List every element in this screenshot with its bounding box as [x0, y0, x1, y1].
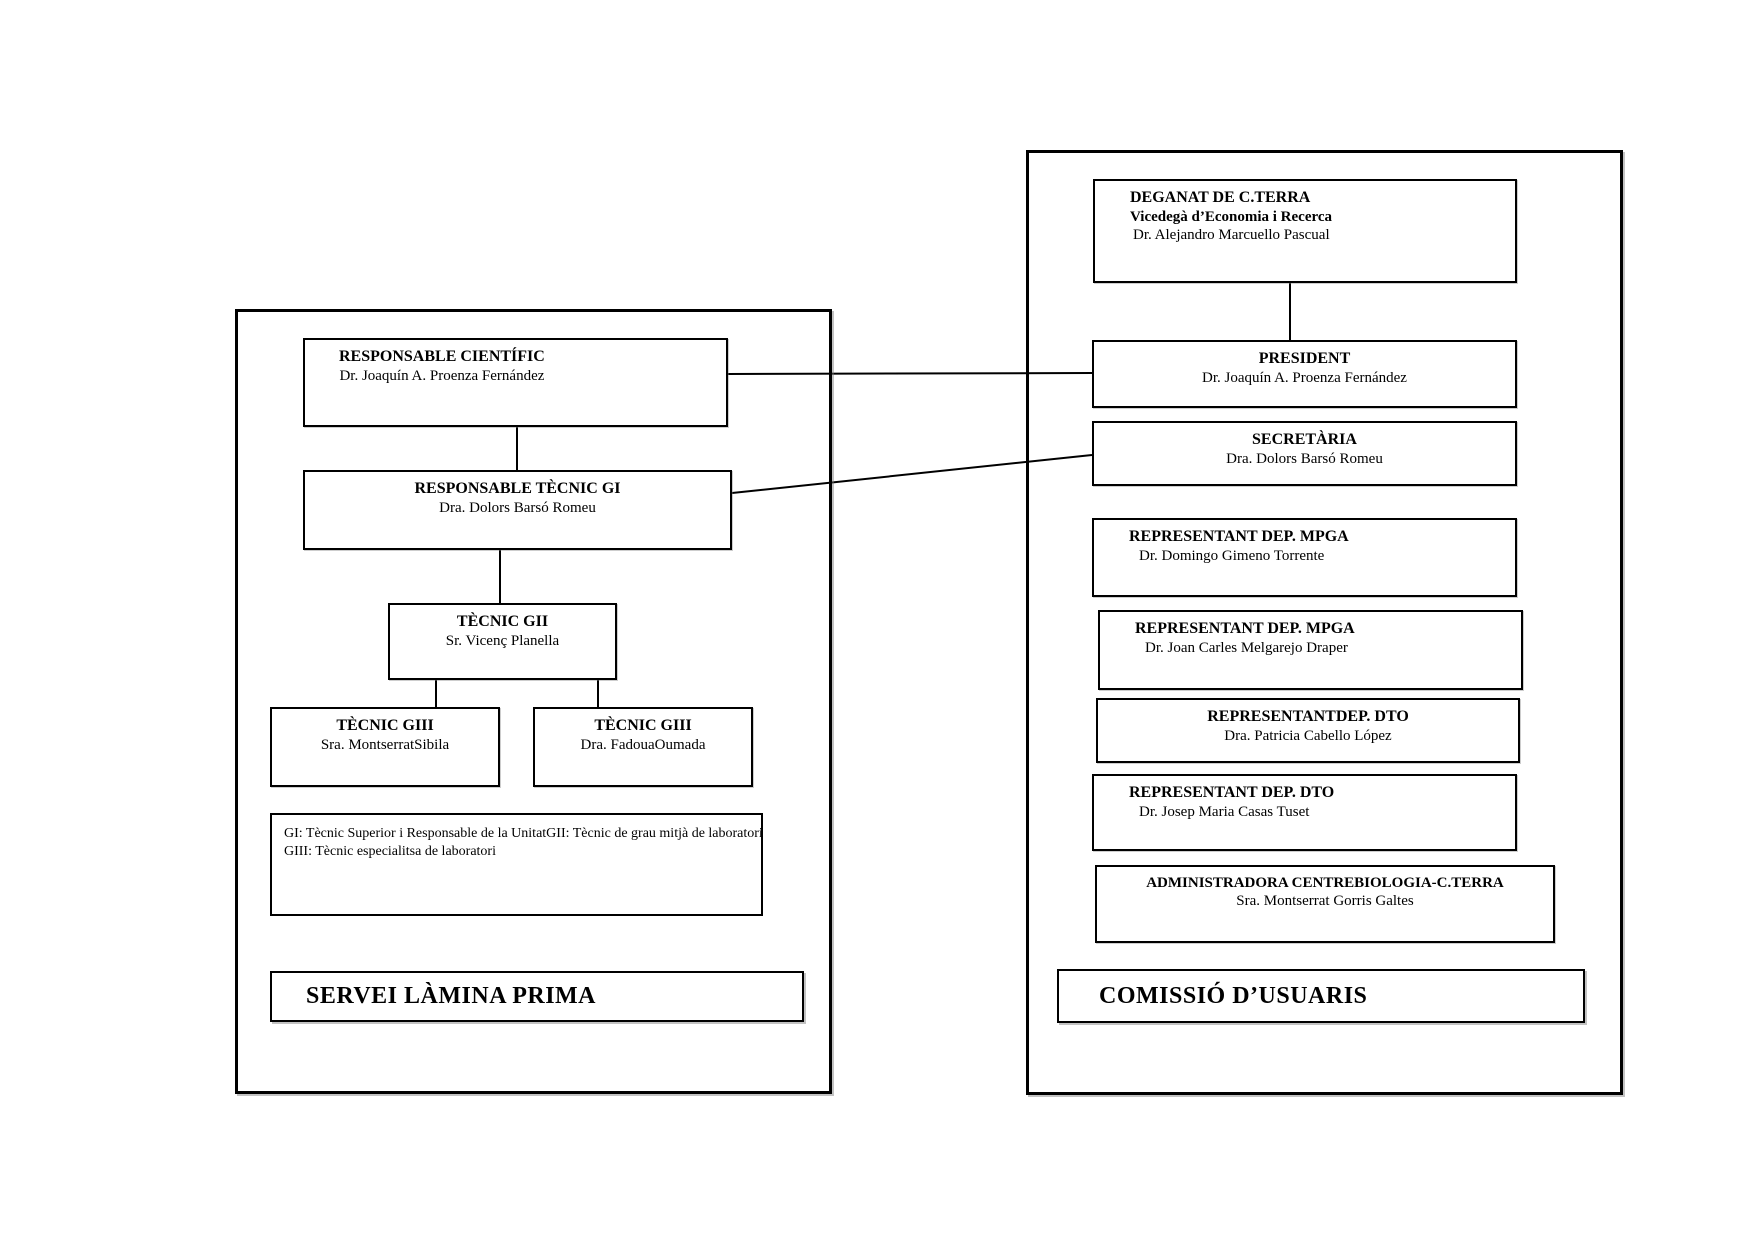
box-representant-mpga-1: REPRESENTANT DEP. MPGA Dr. Domingo Gimen… — [1092, 518, 1517, 597]
person-name: Sr. Vicenç Planella — [445, 632, 560, 649]
role-title: TÈCNIC GIII — [336, 717, 434, 734]
box-president: PRESIDENT Dr. Joaquín A. Proenza Fernánd… — [1092, 340, 1517, 408]
box-responsable-tecnic-gi: RESPONSABLE TÈCNIC GI Dra. Dolors Barsó … — [303, 470, 732, 550]
person-name: Dr. Joan Carles Melgarejo Draper — [1145, 639, 1348, 656]
role-title: PRESIDENT — [1258, 350, 1351, 367]
role-title: RESPONSABLE CIENTÍFIC — [339, 348, 545, 365]
role-title: REPRESENTANTDEP. DTO — [1207, 708, 1409, 725]
person-name: Dr. Joaquín A. Proenza Fernández — [1202, 369, 1407, 386]
box-tecnic-giii-right: TÈCNIC GIII Dra. FadouaOumada — [533, 707, 753, 787]
role-title: REPRESENTANT DEP. DTO — [1129, 784, 1335, 801]
servei-lamina-prima-container — [235, 309, 832, 1094]
role-subtitle: Vicedegà d’Economia i Recerca — [1130, 208, 1333, 225]
comissio-usuaris-container — [1026, 150, 1623, 1095]
box-administradora: ADMINISTRADORA CENTREBIOLOGIA-C.TERRA Sr… — [1095, 865, 1555, 943]
box-tecnic-gii: TÈCNIC GII Sr. Vicenç Planella — [388, 603, 617, 680]
box-representant-dto-1: REPRESENTANTDEP. DTO Dra. Patricia Cabel… — [1096, 698, 1520, 763]
person-name: Dr. Joaquín A. Proenza Fernández — [339, 367, 545, 384]
legend-line-2: GIII: Tècnic especialitsa de laboratori — [284, 844, 496, 860]
role-title: RESPONSABLE TÈCNIC GI — [414, 480, 621, 497]
person-name: Dra. Dolors Barsó Romeu — [439, 499, 596, 516]
role-title: DEGANAT DE C.TERRA — [1130, 189, 1311, 206]
person-name: Dr. Alejandro Marcuello Pascual — [1133, 226, 1330, 243]
role-title: SECRETÀRIA — [1252, 431, 1357, 448]
left-panel-title-box: SERVEI LÀMINA PRIMA — [270, 971, 804, 1022]
box-tecnic-giii-left: TÈCNIC GIII Sra. MontserratSibila — [270, 707, 500, 787]
person-name: Dr. Josep Maria Casas Tuset — [1139, 803, 1310, 820]
person-name: Dra. Patricia Cabello López — [1224, 727, 1392, 744]
box-content: RESPONSABLE CIENTÍFIC Dr. Joaquín A. Pro… — [339, 347, 545, 385]
box-responsable-cientific: RESPONSABLE CIENTÍFIC Dr. Joaquín A. Pro… — [303, 338, 728, 427]
box-representant-dto-2: REPRESENTANT DEP. DTO Dr. Josep Maria Ca… — [1092, 774, 1517, 851]
legend-box: GI: Tècnic Superior i Responsable de la … — [270, 813, 763, 916]
legend-line-1: GI: Tècnic Superior i Responsable de la … — [284, 826, 763, 841]
role-title: REPRESENTANT DEP. MPGA — [1135, 620, 1355, 637]
person-name: Sra. MontserratSibila — [320, 736, 450, 753]
person-name: Dr. Domingo Gimeno Torrente — [1139, 547, 1325, 564]
person-name: Dra. FadouaOumada — [580, 736, 706, 753]
role-title: REPRESENTANT DEP. MPGA — [1129, 528, 1349, 545]
box-deganat: DEGANAT DE C.TERRA Vicedegà d’Economia i… — [1093, 179, 1517, 283]
person-name: Dra. Dolors Barsó Romeu — [1226, 450, 1383, 467]
role-title: TÈCNIC GIII — [594, 717, 692, 734]
right-panel-title-box: COMISSIÓ D’USUARIS — [1057, 969, 1585, 1023]
role-title: TÈCNIC GII — [456, 613, 549, 630]
person-name: Sra. Montserrat Gorris Galtes — [1236, 893, 1414, 910]
box-representant-mpga-2: REPRESENTANT DEP. MPGA Dr. Joan Carles M… — [1098, 610, 1523, 690]
role-title: ADMINISTRADORA CENTREBIOLOGIA-C.TERRA — [1146, 875, 1504, 891]
box-secretaria: SECRETÀRIA Dra. Dolors Barsó Romeu — [1092, 421, 1517, 486]
right-panel-title: COMISSIÓ D’USUARIS — [1099, 982, 1368, 1009]
left-panel-title: SERVEI LÀMINA PRIMA — [306, 983, 597, 1009]
